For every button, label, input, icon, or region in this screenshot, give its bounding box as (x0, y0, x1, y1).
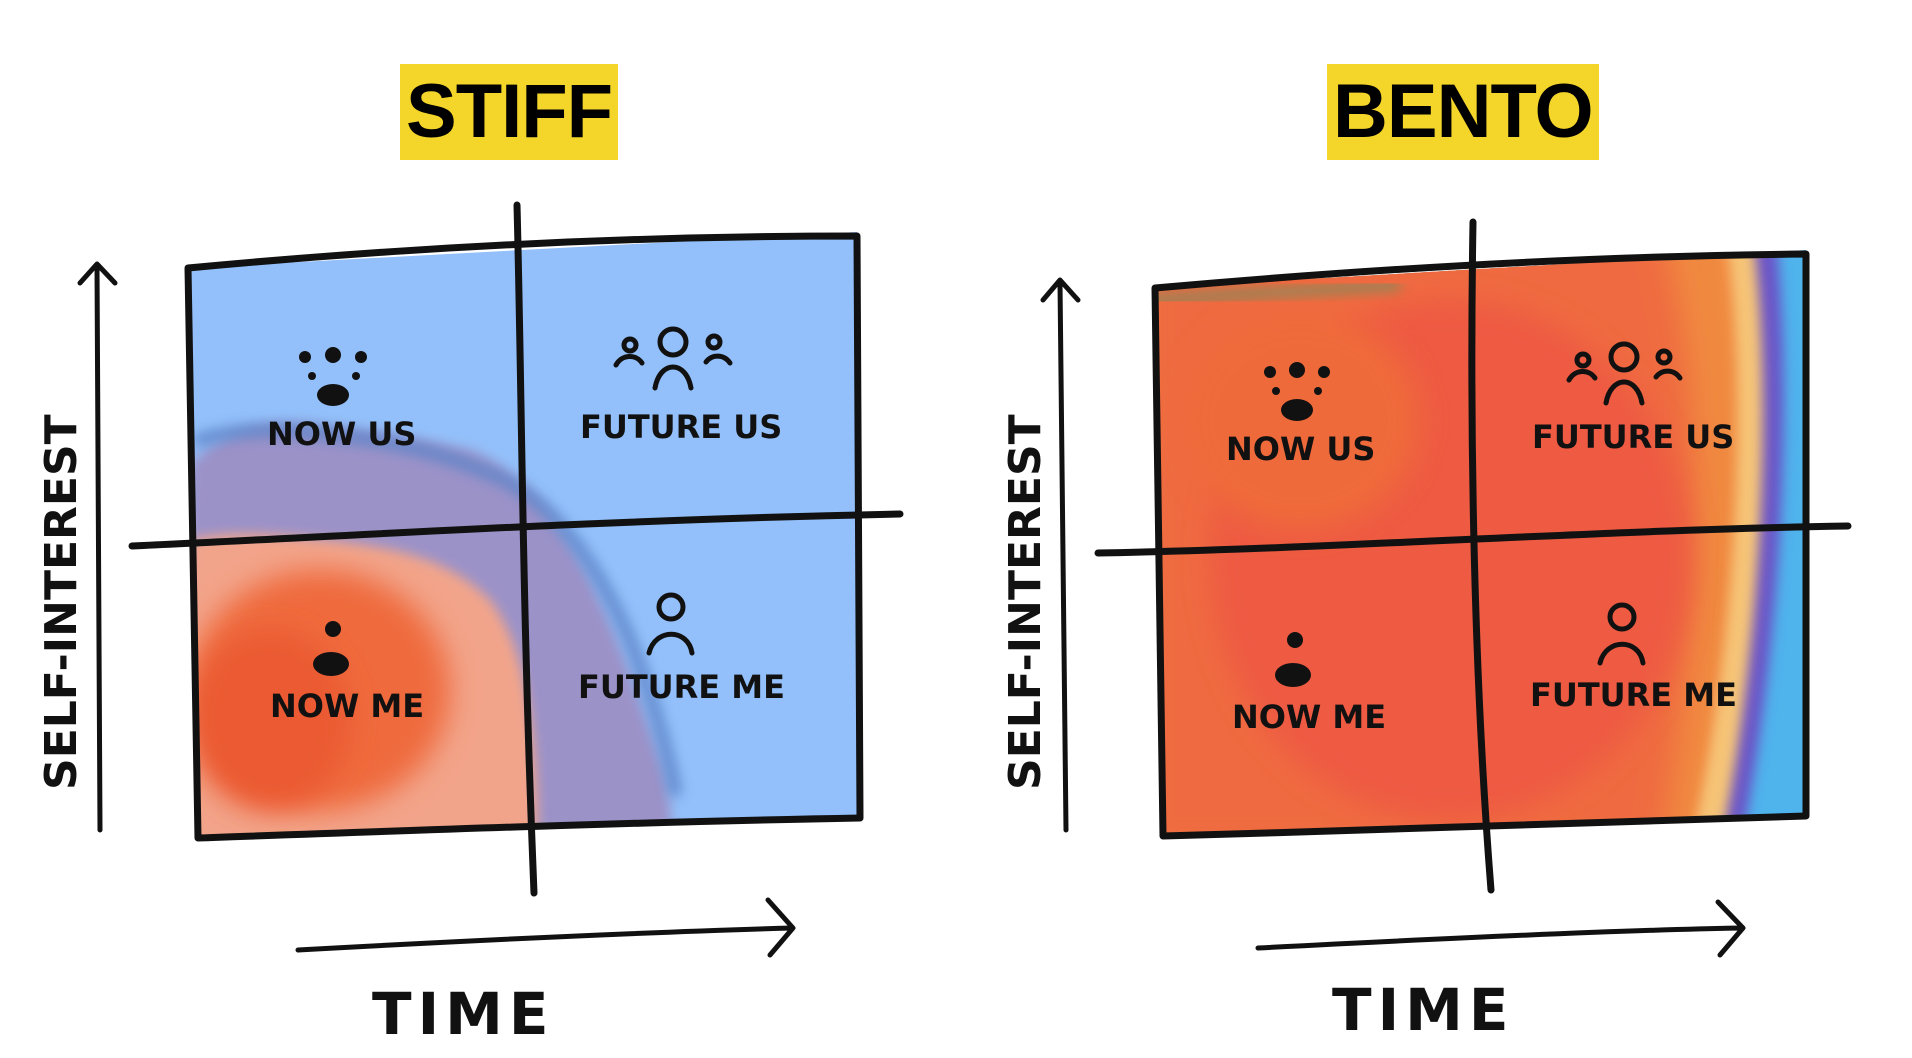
single-person-outline-icon (646, 592, 695, 656)
stiff-x-axis-arrow (295, 897, 796, 958)
group-of-dots-icon (299, 347, 367, 406)
bento-label-future-me: FUTURE ME (1530, 676, 1737, 714)
bento-frame (1151, 250, 1810, 840)
group-of-people-icon (1566, 341, 1683, 406)
panel-title-bento: BENTO (1327, 64, 1599, 160)
stiff-label-future-us: FUTURE US (580, 408, 782, 446)
bento-x-axis-label: TIME (1332, 976, 1514, 1044)
single-person-filled-icon (313, 621, 349, 676)
stiff-horizontal-divider (128, 510, 904, 550)
group-of-people-icon (613, 326, 733, 391)
bento-label-now-us: NOW US (1226, 430, 1375, 468)
stiff-x-axis-label: TIME (372, 980, 554, 1048)
stiff-y-axis-arrow (77, 261, 118, 833)
bento-y-axis-label: SELF-INTEREST (1000, 414, 1051, 790)
bento-vertical-divider (1468, 218, 1495, 894)
bento-label-now-me: NOW ME (1232, 698, 1386, 736)
single-person-outline-icon (1597, 602, 1646, 666)
bento-panel: SELF-INTEREST TIME NOW US FUT (1000, 218, 1852, 1044)
stiff-label-now-us: NOW US (267, 415, 416, 453)
stiff-y-axis-label: SELF-INTEREST (36, 414, 87, 790)
stiff-panel: SELF-INTEREST TIME NOW US FUT (36, 201, 904, 1048)
panel-title-stiff: STIFF (400, 64, 619, 160)
stiff-label-future-me: FUTURE ME (578, 668, 785, 706)
bento-y-axis-arrow (1040, 277, 1081, 833)
stiff-frame (184, 232, 864, 842)
bento-label-future-us: FUTURE US (1532, 418, 1734, 456)
stiff-vertical-divider (513, 201, 538, 897)
stiff-label-now-me: NOW ME (270, 687, 424, 725)
bento-x-axis-arrow (1255, 899, 1746, 958)
group-of-dots-icon (1264, 362, 1330, 421)
bento-horizontal-divider (1094, 522, 1852, 557)
single-person-filled-icon (1275, 632, 1311, 687)
